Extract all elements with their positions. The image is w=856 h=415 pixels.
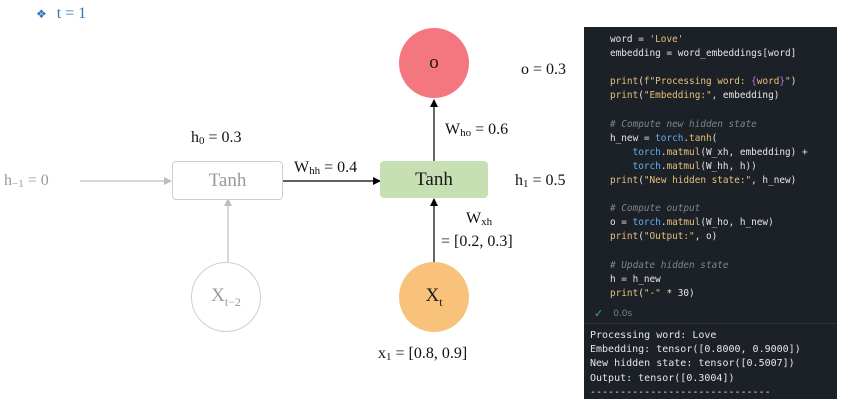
code-line [610, 103, 808, 117]
cur-tanh-cell: Tanh [380, 161, 488, 198]
output-line: Embedding: tensor([0.8000, 0.9000]) [590, 344, 801, 356]
w-xh-label: Wxh [466, 210, 493, 228]
code-line: h = h_new [610, 273, 661, 285]
code-line: print("Output:", o) [610, 231, 718, 243]
prev-tanh-label: Tanh [208, 169, 247, 191]
code-line: print("-" * 30) [610, 287, 695, 299]
code-line: torch.matmul(W_xh, embedding) + [632, 146, 808, 158]
code-line: o = torch.matmul(W_ho, h_new) [610, 217, 774, 229]
slide-title: ❖ t = 1 [36, 5, 86, 23]
w-xh-value: = [0.2, 0.3] [441, 233, 513, 250]
output-line: New hidden state: tensor([0.5007]) [590, 358, 795, 370]
diamond-bullet-icon: ❖ [36, 6, 47, 21]
output-value-label: o = 0.3 [521, 61, 567, 78]
output-node: o [399, 28, 469, 98]
prev-input-node: Xt−2 [191, 262, 261, 332]
code-line [610, 244, 808, 258]
w-hh-label: Whh = 0.4 [294, 159, 358, 177]
notebook-code-cell[interactable]: word = 'Love' embedding = word_embeddings… [584, 27, 837, 399]
code-line: embedding = word_embeddings[word] [610, 48, 797, 60]
code-line: h_new = torch.tanh( [610, 132, 718, 144]
code-editor[interactable]: word = 'Love' embedding = word_embeddings… [610, 33, 808, 301]
w-ho-label: Who = 0.6 [445, 121, 509, 139]
cur-tanh-label: Tanh [415, 168, 453, 190]
code-line [610, 188, 808, 202]
slide-title-text: t = 1 [56, 5, 87, 22]
code-line: print("New hidden state:", h_new) [610, 174, 797, 186]
h1-label: h1 = 0.5 [515, 172, 566, 190]
code-line: word = 'Love' [610, 34, 684, 45]
code-line: # Compute new hidden state [610, 118, 757, 130]
code-line: print("Embedding:", embedding) [610, 90, 780, 102]
code-line: print(f"Processing word: {word}") [610, 76, 797, 88]
code-line [610, 61, 808, 75]
check-icon: ✓ [594, 307, 604, 320]
cell-exec-time: 0.0s [613, 308, 633, 319]
x1-label: x1 = [0.8, 0.9] [378, 345, 468, 363]
cell-status: ✓ 0.0s [594, 307, 632, 320]
code-line: # Compute output [610, 203, 701, 215]
output-divider [584, 323, 837, 324]
code-line: # Update hidden state [610, 259, 729, 271]
code-line: torch.matmul(W_hh, h)) [632, 160, 757, 172]
output-line: ------------------------------ [590, 386, 771, 398]
h0-label: h0 = 0.3 [191, 129, 242, 147]
input-node: Xt [399, 262, 469, 332]
prev-tanh-cell: Tanh [172, 161, 283, 200]
output-line: Output: tensor([0.3004]) [590, 372, 735, 384]
output-line: Processing word: Love [590, 330, 717, 341]
h-minus1-label: h−1 = 0 [4, 172, 49, 190]
